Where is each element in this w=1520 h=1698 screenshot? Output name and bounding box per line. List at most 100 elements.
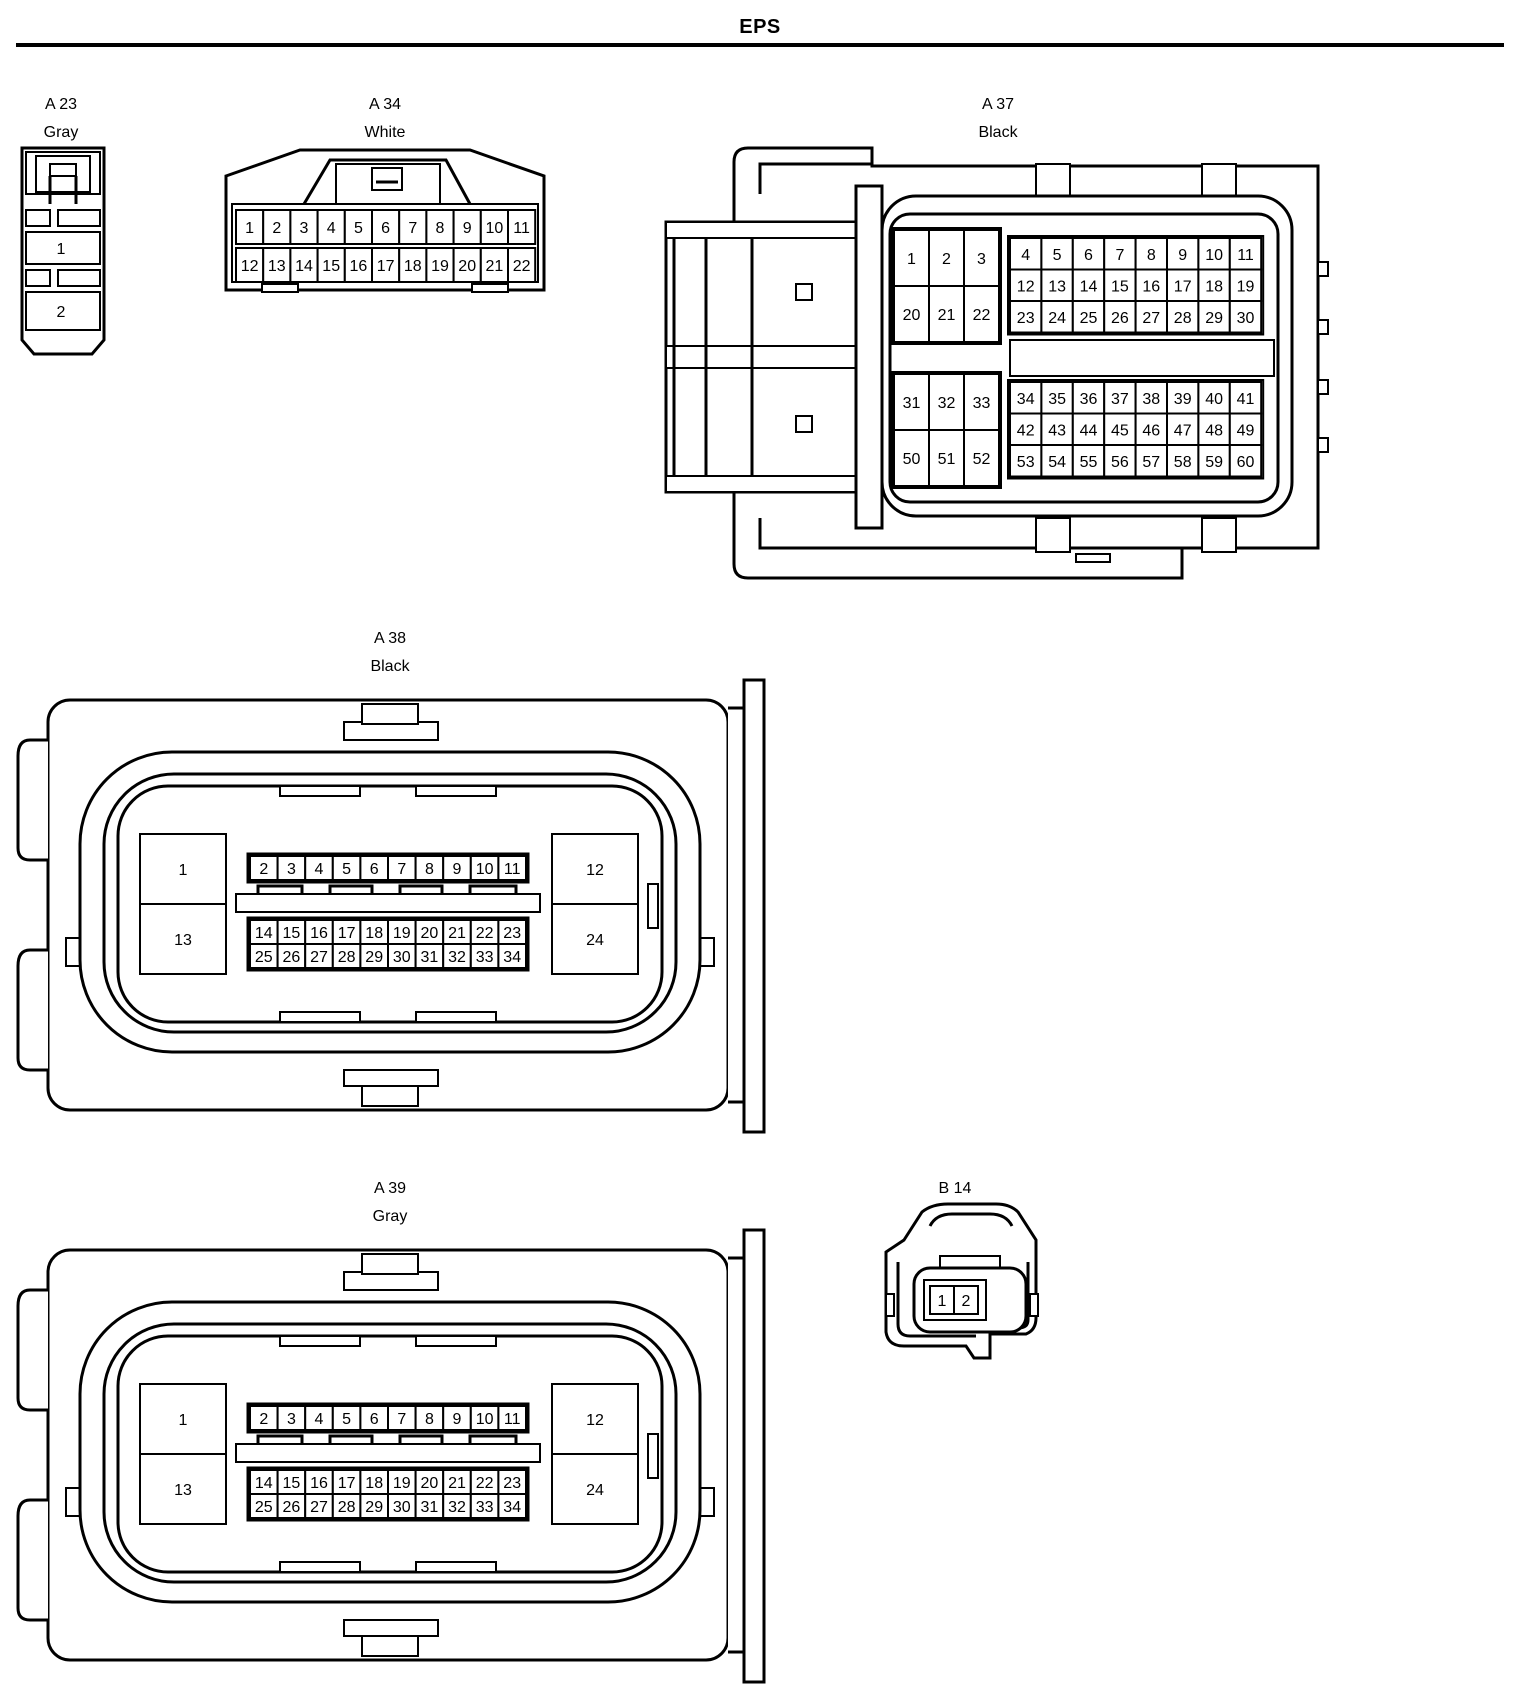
connector-a38-flange: [728, 678, 766, 1134]
connector-a34-color: White: [364, 124, 406, 141]
connector-a39-notch: [415, 1335, 497, 1347]
connector-a34-pin-label: 22: [513, 258, 531, 275]
connector-a38-pin-label: 1: [179, 862, 188, 879]
connector-a39-pin-label: 24: [586, 1482, 604, 1499]
connector-a38-row-frame: [246, 852, 530, 884]
connector-a34-pin-label: 9: [463, 220, 472, 237]
connector-a23-key: [57, 269, 101, 287]
connector-a38-pin-label: 21: [448, 925, 466, 942]
connector-a38-pin-label: 20: [421, 925, 439, 942]
connector-a34-pin-label: 5: [354, 220, 363, 237]
connector-a39-row-frame: [246, 1466, 530, 1522]
connector-a39-pin-label: 4: [315, 1411, 324, 1428]
connector-a37-pin-cell: [1166, 444, 1200, 478]
connector-a23-key: [57, 209, 101, 227]
connector-a37-pin-label: 25: [1080, 310, 1098, 327]
connector-a37-pin-label: 56: [1111, 454, 1129, 471]
connector-a38-id: A 38: [373, 630, 407, 647]
connector-a39-pin-cell: [551, 1383, 639, 1455]
connector-a34-pin-label: 19: [431, 258, 449, 275]
connector-a37-color: Black: [978, 124, 1018, 141]
connector-a23: 1 2: [20, 146, 106, 356]
connector-a38-pin-label: 32: [448, 949, 466, 966]
connector-a39-pin-cell: [442, 1405, 472, 1431]
connector-b14-id: B 14: [938, 1180, 972, 1197]
connector-a39-clip: [16, 1288, 48, 1412]
connector-a39-pin-label: 28: [338, 1499, 356, 1516]
connector-a39-pin-label: 15: [283, 1475, 301, 1492]
connector-a39-pin-label: 25: [255, 1499, 273, 1516]
connector-a38-notch: [415, 785, 497, 797]
connector-a39-pin-cell: [442, 1493, 472, 1519]
connector-a38-pin-label: 25: [255, 949, 273, 966]
connector-a37-notch: [1035, 163, 1071, 197]
connector-a37-pin-cell: [1040, 300, 1074, 334]
connector-a38-pin-label: 5: [342, 861, 351, 878]
connector-a38-pin-label: 14: [255, 925, 273, 942]
connector-a39-pin-label: 1: [179, 1412, 188, 1429]
connector-a37-pin-label: 28: [1174, 310, 1192, 327]
connector-a38-pin-label: 26: [283, 949, 301, 966]
connector-a37-post: [854, 184, 884, 530]
connector-a38-pin-cell: [359, 943, 389, 969]
connector-a37-pin-label: 8: [1147, 247, 1156, 264]
connector-a37-pin-label: 50: [903, 451, 921, 468]
connector-a37-pin-cell: [893, 373, 930, 431]
connector-a39-pin-label: 13: [174, 1482, 192, 1499]
connector-a23-pin-label: 1: [57, 241, 66, 258]
connector-a37-pin-label: 7: [1115, 247, 1124, 264]
connector-a38-pin-cell: [442, 943, 472, 969]
connector-a38-pin-label: 11: [504, 861, 521, 878]
connector-a37-pin-label: 31: [903, 395, 921, 412]
connector-b14-housing-inner: [896, 1262, 976, 1338]
connector-a38-pin-label: 30: [393, 949, 411, 966]
connector-a38-pin-cell: [304, 855, 334, 881]
connector-a37-pin-label: 27: [1142, 310, 1160, 327]
connector-a34-pin-cell: [507, 247, 537, 283]
connector-a38-pin-cell: [276, 943, 307, 969]
connector-a39-pin-label: 22: [476, 1475, 494, 1492]
connector-a37-pin-label: 37: [1111, 391, 1129, 408]
connector-a37-pin-cell: [1040, 268, 1074, 302]
connector-a39-latch-tab: [361, 1635, 419, 1657]
connector-a39-latch-tab: [361, 1253, 419, 1275]
connector-a39-pin-label: 31: [421, 1499, 439, 1516]
connector-a39-pin-label: 19: [393, 1475, 411, 1492]
connector-a34-pin-label: 8: [436, 220, 445, 237]
connector-a37-pin-label: 2: [942, 251, 951, 268]
connector-a34-pin-label: 6: [381, 220, 390, 237]
connector-a39-latch: [343, 1619, 439, 1637]
connector-a38-pin-label: 22: [476, 925, 494, 942]
connector-a38-notch: [415, 1011, 497, 1023]
connector-a37-divider: [1009, 339, 1275, 377]
connector-a37-label: A 37 Black: [948, 91, 1048, 147]
connector-a39-notch: [415, 1561, 497, 1573]
connector-a34-pin-cell: [425, 209, 455, 245]
connector-a38-pin-cell: [331, 855, 362, 881]
connector-a39-notch: [279, 1335, 361, 1347]
connector-a39-flange: [728, 1228, 766, 1684]
connector-a34-pin-label: 12: [241, 258, 259, 275]
connector-a38-pin-label: 13: [174, 932, 192, 949]
connector-a39-pin-cell: [304, 1469, 334, 1495]
connector-a37-pin-label: 9: [1178, 247, 1187, 264]
connector-a37-pin-label: 29: [1205, 310, 1223, 327]
connector-a39-pin-cell: [304, 1405, 334, 1431]
connector-a23-pin-cell: [25, 231, 101, 265]
connector-a37-pin-label: 46: [1142, 422, 1160, 439]
connector-a38-pin-label: 3: [287, 861, 296, 878]
connector-a38-pin-cell: [139, 903, 227, 975]
connector-a37-pin-cell: [928, 229, 965, 287]
connector-a37-pin-label: 44: [1080, 422, 1098, 439]
connector-a38-key-teeth: [256, 884, 518, 894]
connector-a37-pin-cell: [1134, 237, 1168, 271]
connector-a37-tab: [1317, 319, 1329, 335]
connector-a38-latch: [343, 1069, 439, 1087]
connector-a37-pin-cell: [1134, 444, 1168, 478]
connector-a38-pin-label: 16: [310, 925, 328, 942]
connector-a34-pin-label: 14: [295, 258, 313, 275]
